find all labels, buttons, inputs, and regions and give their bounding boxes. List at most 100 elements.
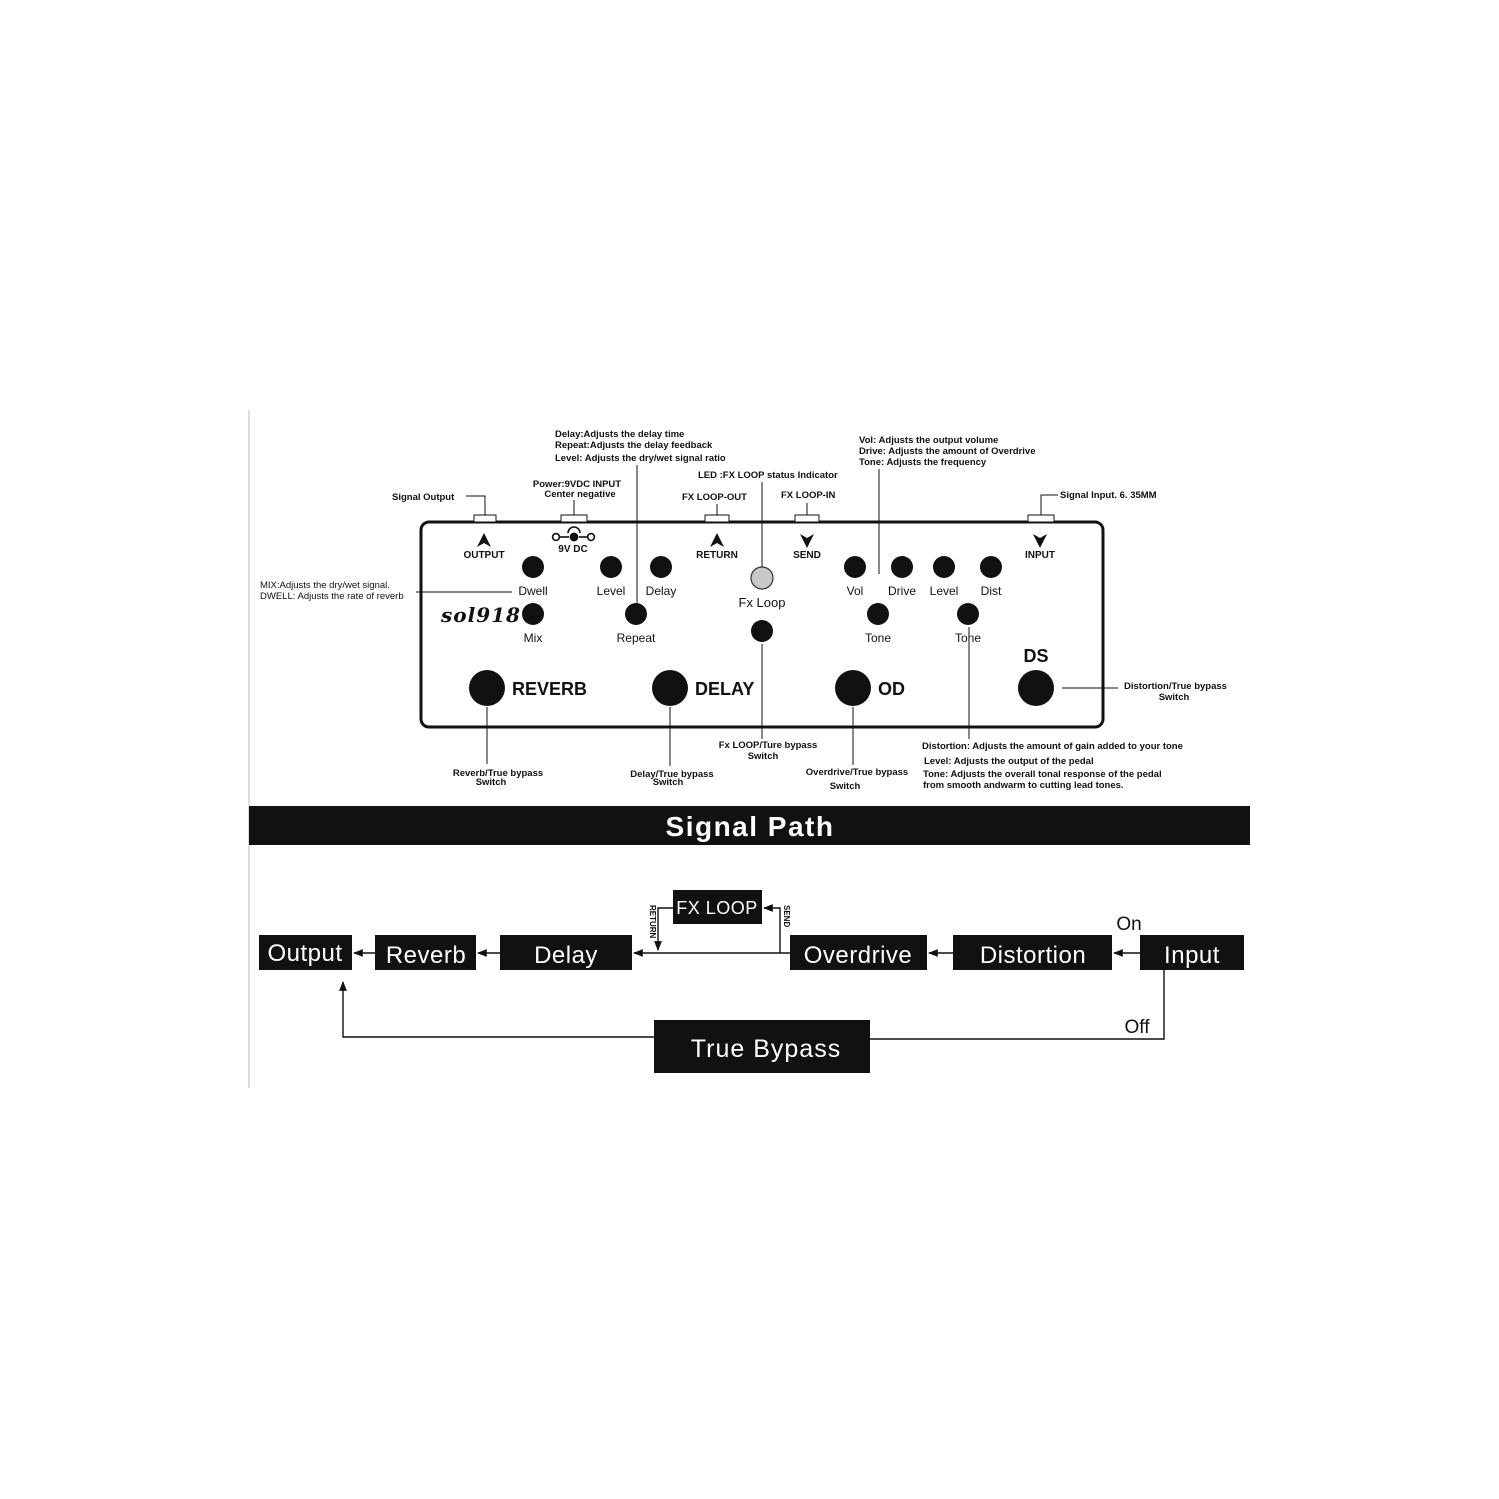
output-jack-label: OUTPUT	[463, 550, 504, 561]
svg-text:Delay/True bypass: Delay/True bypass	[630, 769, 713, 780]
signal-path-title: Signal Path	[666, 811, 835, 842]
output-block-label: Output	[267, 940, 342, 967]
delay-footswitch[interactable]	[652, 670, 688, 706]
output-jack-connector	[466, 495, 497, 523]
delay-switch-annotation: Delay/True bypass Switch	[630, 707, 714, 788]
svg-text:Switch: Switch	[830, 781, 861, 792]
od-tone-label: Tone	[865, 631, 891, 645]
fx-send-arrow	[763, 904, 781, 953]
true-bypass-block-label: True Bypass	[691, 1035, 841, 1063]
return-jack-label: RETURN	[696, 550, 738, 561]
delay-level-knob[interactable]	[600, 556, 622, 578]
svg-text:Tone: Adjusts the overall ton: Tone: Adjusts the overall tonal response…	[923, 769, 1162, 780]
od-annotation: Vol: Adjusts the output volume Drive: Ad…	[859, 435, 1036, 574]
return-arrow-up-icon	[710, 533, 724, 547]
ds-footswitch[interactable]	[1018, 670, 1054, 706]
overdrive-block-label: Overdrive	[804, 942, 913, 969]
svg-text:LED :FX LOOP status Indicator: LED :FX LOOP status Indicator	[698, 470, 838, 481]
dist-label: Dist	[981, 584, 1002, 598]
power-jack-label: 9V DC	[558, 544, 587, 555]
led-annotation: LED :FX LOOP status Indicator	[698, 470, 838, 567]
distortion-annotation: Distortion: Adjusts the amount of gain a…	[922, 627, 1183, 791]
mix-knob[interactable]	[522, 603, 544, 625]
delay-block	[500, 935, 632, 970]
drive-knob[interactable]	[891, 556, 913, 578]
svg-text:Switch: Switch	[653, 777, 684, 788]
input-block	[1140, 935, 1244, 970]
reverb-block	[375, 935, 476, 970]
ds-tone-label: Tone	[955, 631, 981, 645]
svg-text:Reverb/True bypass: Reverb/True bypass	[453, 768, 543, 779]
return-jack-connector	[704, 504, 730, 523]
fx-return-label: RETURN	[648, 905, 657, 939]
svg-text:Switch: Switch	[476, 777, 507, 788]
power-annotation: Power:9VDC INPUT Center negative	[533, 479, 621, 500]
drive-label: Drive	[888, 584, 916, 598]
delay-switch-label: DELAY	[695, 679, 754, 699]
send-jack-connector	[794, 503, 820, 523]
signal-path-banner	[249, 806, 1250, 845]
distortion-block-label: Distortion	[980, 942, 1086, 969]
svg-text:Distortion: Adjusts the amount: Distortion: Adjusts the amount of gain a…	[922, 741, 1183, 752]
od-footswitch[interactable]	[835, 670, 871, 706]
reverb-block-label: Reverb	[386, 942, 466, 969]
svg-text:from smooth andwarm to cutting: from smooth andwarm to cutting lead tone…	[923, 780, 1124, 791]
svg-text:Drive: Adjusts the amount of: Drive: Adjusts the amount of Overdrive	[859, 446, 1036, 457]
vol-knob[interactable]	[844, 556, 866, 578]
on-label: On	[1116, 914, 1141, 935]
svg-text:Delay:Adjusts the delay time: Delay:Adjusts the delay time	[555, 429, 684, 440]
delay-time-knob[interactable]	[650, 556, 672, 578]
fx-loop-out-annotation: FX LOOP-OUT	[682, 492, 747, 503]
repeat-label: Repeat	[617, 631, 656, 645]
svg-text:Switch: Switch	[1159, 692, 1190, 703]
fx-loop-switch[interactable]	[751, 620, 773, 642]
off-label: Off	[1125, 1017, 1151, 1038]
send-arrow-down-icon	[800, 534, 814, 548]
vol-label: Vol	[847, 584, 864, 598]
fx-send-label: SEND	[782, 905, 791, 927]
dist-knob[interactable]	[980, 556, 1002, 578]
fx-return-arrow	[654, 907, 673, 951]
od-switch-label: OD	[878, 679, 905, 699]
svg-text:Overdrive/True bypass: Overdrive/True bypass	[806, 767, 908, 778]
svg-text:DWELL: Adjusts the rate of rev: DWELL: Adjusts the rate of reverb	[260, 591, 404, 602]
repeat-knob[interactable]	[625, 603, 647, 625]
fx-loop-label: Fx Loop	[739, 595, 786, 610]
true-bypass-block	[654, 1020, 870, 1073]
svg-text:Level: Adjusts the output of: Level: Adjusts the output of the pedal	[924, 756, 1094, 767]
output-arrow-up-icon	[477, 533, 491, 547]
reverb-annotation: MIX:Adjusts the dry/wet signal. DWELL: A…	[260, 580, 512, 602]
fx-loop-block-label: FX LOOP	[676, 898, 758, 918]
svg-text:Vol: Adjusts the output volum: Vol: Adjusts the output volume	[859, 435, 998, 446]
signal-input-annotation: Signal Input. 6. 35MM	[1060, 490, 1157, 501]
fx-loop-block	[673, 890, 762, 924]
input-jack-label: INPUT	[1025, 550, 1055, 561]
distortion-block	[953, 935, 1112, 970]
delay-time-label: Delay	[646, 584, 677, 598]
dist-level-label: Level	[930, 584, 959, 598]
svg-text:Power:9VDC INPUT: Power:9VDC INPUT	[533, 479, 621, 490]
send-jack-label: SEND	[793, 550, 821, 561]
reverb-switch-label: REVERB	[512, 679, 587, 699]
dc-power-icon	[551, 526, 596, 542]
delay-level-label: Level	[597, 584, 626, 598]
power-jack-connector	[560, 500, 588, 523]
svg-text:Center negative: Center negative	[544, 489, 615, 500]
reverb-footswitch[interactable]	[469, 670, 505, 706]
fx-switch-annotation: Fx LOOP/Ture bypass Switch	[719, 644, 818, 762]
ds-switch-annotation: Distortion/True bypass Switch	[1062, 681, 1227, 703]
brand-logo: sol918	[440, 603, 521, 627]
delay-block-label: Delay	[534, 942, 598, 969]
fx-loop-in-annotation: FX LOOP-IN	[781, 490, 836, 501]
output-block	[259, 935, 352, 970]
ds-tone-knob[interactable]	[957, 603, 979, 625]
svg-text:Fx LOOP/Ture bypass: Fx LOOP/Ture bypass	[719, 740, 818, 751]
dist-level-knob[interactable]	[933, 556, 955, 578]
od-tone-knob[interactable]	[867, 603, 889, 625]
svg-text:Switch: Switch	[748, 751, 779, 762]
mix-label: Mix	[524, 631, 543, 645]
dwell-knob[interactable]	[522, 556, 544, 578]
ds-switch-label: DS	[1023, 646, 1048, 666]
od-switch-annotation: Overdrive/True bypass Switch	[806, 707, 908, 792]
